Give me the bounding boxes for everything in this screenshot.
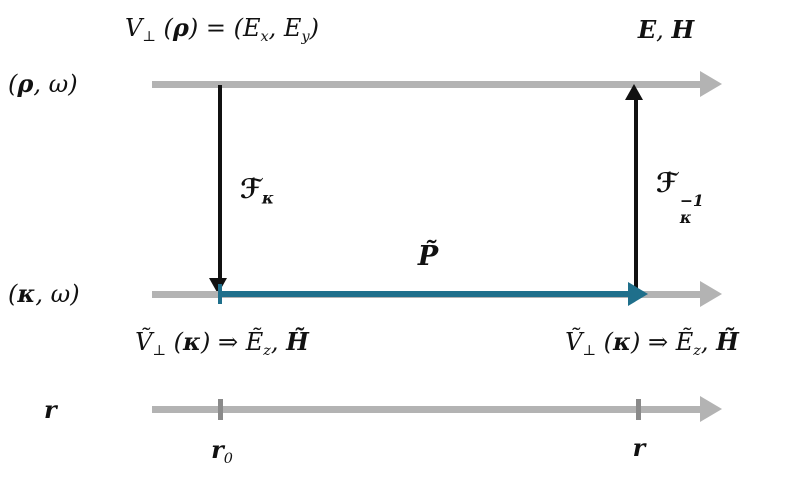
- middle-axis-arrowhead-icon: [700, 281, 722, 307]
- top-axis-arrowhead-icon: [700, 71, 722, 97]
- fourier-forward-label: ℱκ: [240, 174, 274, 208]
- start-position-label: r0: [211, 435, 233, 468]
- bottom-axis-arrowhead-icon: [700, 396, 722, 422]
- propagator-label: P̃: [417, 241, 439, 272]
- top-result-label: E, H: [637, 15, 695, 44]
- propagator-arrow: [220, 291, 628, 297]
- end-position-tick: [636, 399, 641, 420]
- top-field-label: V⊥ (ρ) = (Ex, Ey): [125, 13, 319, 46]
- start-position-tick: [218, 399, 223, 420]
- middle-domain-label: (κ, ω): [8, 279, 80, 308]
- propagator-arrowhead-icon: [628, 282, 648, 306]
- fourier-inverse-arrow: [634, 100, 638, 292]
- top-axis-line: [152, 81, 700, 88]
- fourier-forward-arrow: [218, 85, 222, 280]
- bottom-domain-label: r: [44, 395, 57, 424]
- bottom-axis-line: [152, 406, 700, 413]
- fourier-inverse-arrowhead-icon: [625, 84, 643, 100]
- middle-left-label: Ṽ⊥ (κ) ⇒ Ẽz, H̃: [135, 327, 309, 360]
- end-position-label: r: [632, 433, 646, 462]
- middle-right-label: Ṽ⊥ (κ) ⇒ Ẽz, H̃: [565, 327, 739, 360]
- top-domain-label: (ρ, ω): [8, 69, 78, 98]
